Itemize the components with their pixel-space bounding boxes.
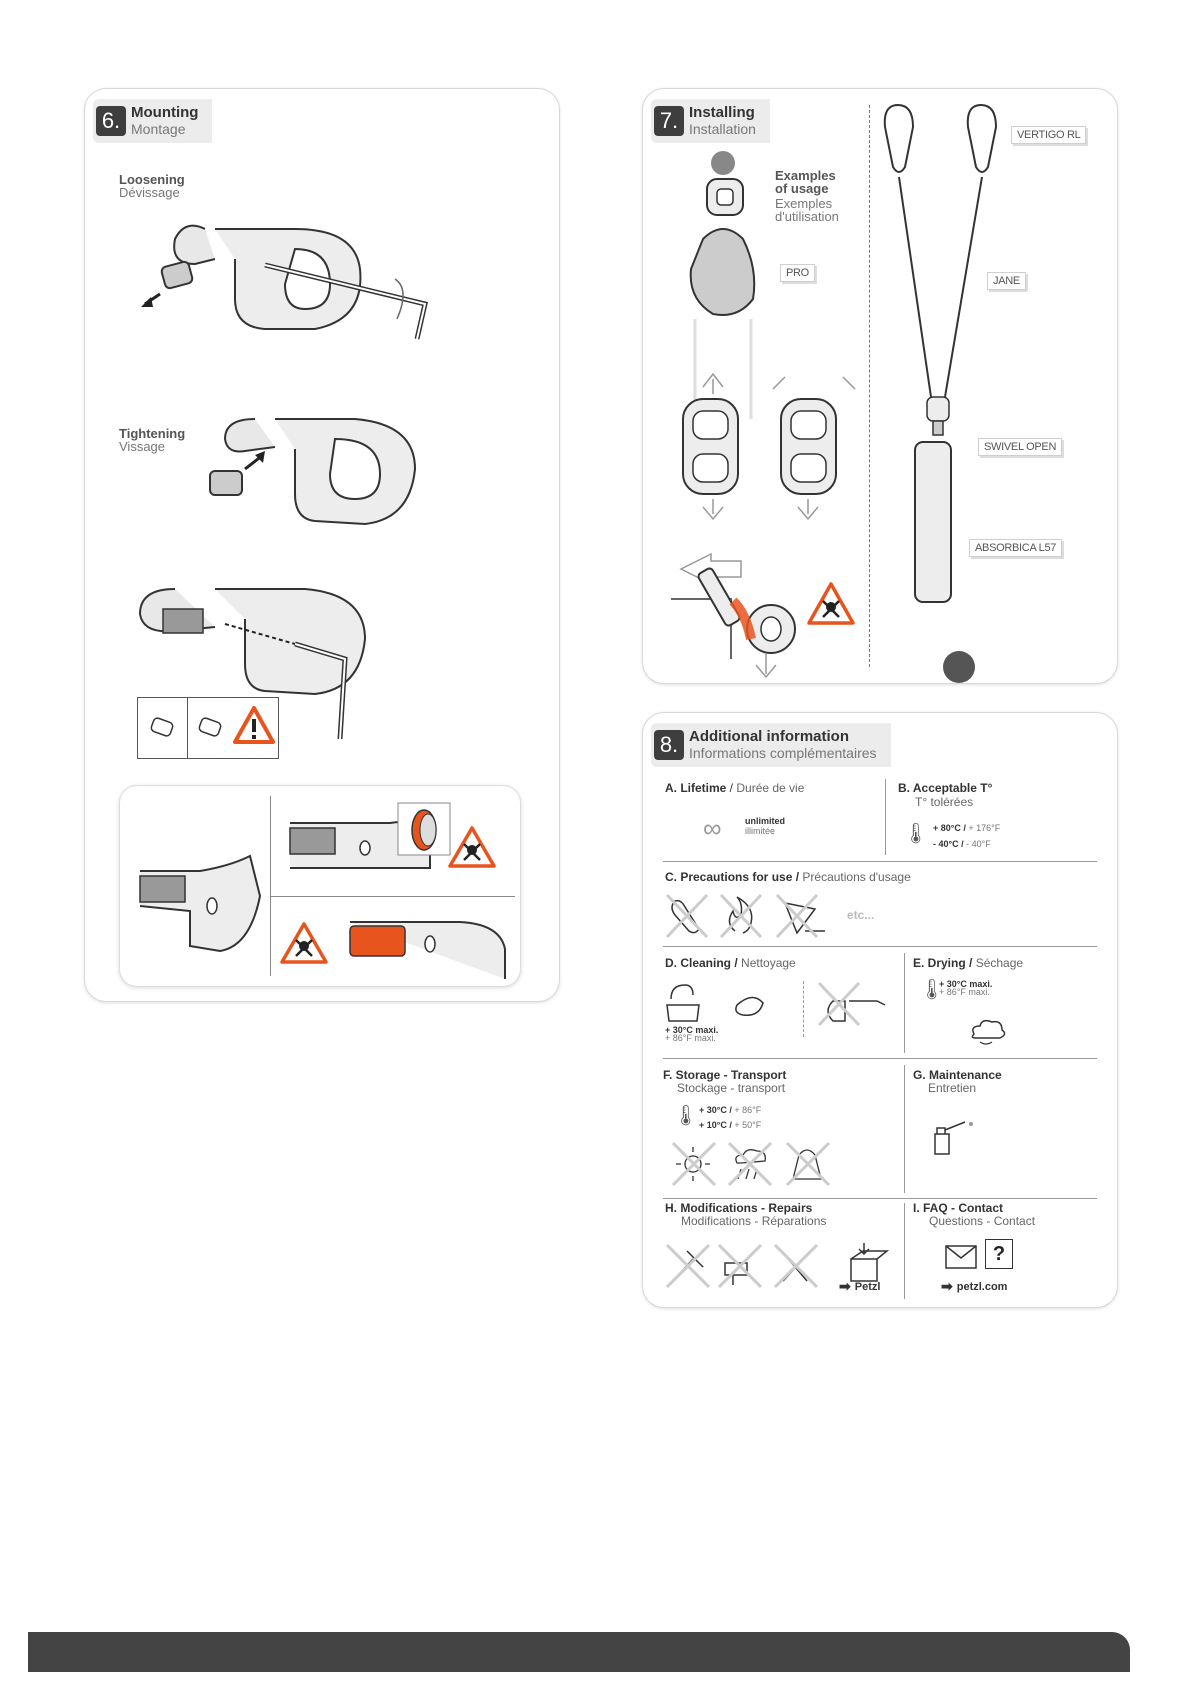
lanyard-illustration: [883, 103, 998, 683]
section-subtitle: Montage: [131, 121, 186, 137]
modification-icons: [665, 1243, 890, 1289]
cleaning-title: D. Cleaning / Nettoyage: [665, 956, 796, 970]
mail-icon[interactable]: [945, 1245, 977, 1269]
divider: [803, 981, 804, 1037]
air-dry-icon: [971, 1019, 1006, 1045]
question-icon[interactable]: ?: [985, 1239, 1013, 1269]
section-header: 7. Installing Installation: [651, 99, 770, 143]
faq-subtitle: Questions - Contact: [929, 1214, 1036, 1228]
arrow-right-icon: ➡: [941, 1278, 953, 1294]
storage-temp: + 30°C / + 86°F + 10°C / + 50°F: [699, 1105, 762, 1130]
tag-swivel-open: SWIVEL OPEN: [978, 438, 1063, 456]
storage-subtitle: Stockage - transport: [677, 1081, 786, 1095]
divider: [885, 779, 886, 855]
divider: [904, 953, 905, 1053]
thermometer-icon: 🌡: [919, 979, 945, 1001]
wrong-mount-illustration-2: [280, 921, 506, 979]
drying-title: E. Drying / Séchage: [913, 956, 1024, 970]
modifications-subtitle: Modifications - Réparations: [681, 1214, 827, 1228]
lifetime-title: A. Lifetime / Durée de vie: [665, 781, 805, 795]
section-title: Mounting: [131, 104, 199, 121]
warning-icon: [233, 706, 275, 744]
hex-key-illustration: [138, 588, 367, 740]
modifications-title: H. Modifications - Repairs: [665, 1201, 813, 1215]
mounting-panel: 6. Mounting Montage Loosening Dévissage …: [84, 88, 560, 1002]
edge-loading-illustration: [671, 552, 855, 679]
thermometer-icon: 🌡: [903, 823, 929, 845]
divider: [663, 1058, 1097, 1059]
petzl-link[interactable]: ➡ Petzl: [839, 1278, 881, 1294]
drying-temp: + 30°C maxi. + 86°F maxi.: [939, 979, 993, 997]
loosening-illustration: [141, 224, 428, 340]
temperature-title: B. Acceptable T°: [898, 781, 993, 795]
section-title: Installing: [689, 104, 755, 121]
tightening-label: Tightening Vissage: [119, 426, 186, 454]
section-subtitle: Informations complémentaires: [689, 745, 877, 761]
divider-dashed: [869, 105, 870, 667]
maintenance-subtitle: Entretien: [928, 1081, 977, 1095]
screw-icon: [198, 717, 222, 737]
divider: [663, 1198, 1097, 1199]
section-number: 7.: [654, 106, 684, 136]
cleaning-temp: + 30°C maxi. + 86°F maxi.: [665, 1025, 719, 1043]
divider: [904, 1203, 905, 1299]
tag-pro: PRO: [780, 264, 815, 282]
maintenance-title: G. Maintenance: [913, 1068, 1002, 1082]
temperature-range: + 80°C / + 176°F - 40°C / - 40°F: [933, 823, 1001, 849]
section-number: 8.: [654, 730, 684, 760]
storage-icons: [671, 1141, 831, 1187]
thermometer-icon: 🌡: [673, 1105, 699, 1127]
wrong-mount-illustration: [289, 802, 496, 869]
petzl-website-link[interactable]: ➡ petzl.com: [941, 1278, 1008, 1294]
infinity-icon: ∞: [703, 813, 722, 843]
oil-can-icon: [934, 1121, 973, 1155]
screw-icon: [150, 717, 174, 737]
section-title: Additional information: [689, 728, 849, 745]
section-header: 6. Mounting Montage: [93, 99, 213, 143]
footer-bar: [28, 1632, 1130, 1672]
tag-vertigo: VERTIGO RL: [1011, 126, 1087, 144]
precaution-icons: [665, 893, 825, 939]
additional-info-panel: 8. Additional information Informations c…: [642, 712, 1118, 1308]
lifetime-value: unlimited illimitée: [745, 816, 785, 836]
storage-title: F. Storage - Transport: [663, 1068, 787, 1082]
examples-label: Examples of usage Exemples d'utilisation: [775, 168, 839, 224]
tightening-illustration: [209, 418, 417, 526]
screw-check-box: [137, 697, 279, 759]
divider: [663, 861, 1097, 862]
temperature-subtitle: T° tolérées: [915, 795, 974, 809]
installing-panel: 7. Installing Installation Examples of u…: [642, 88, 1118, 684]
faq-title: I. FAQ - Contact: [913, 1201, 1003, 1215]
divider: [904, 1065, 905, 1193]
correct-mount-illustration: [139, 854, 262, 953]
section-number: 6.: [96, 106, 126, 136]
tag-jane: JANE: [987, 272, 1026, 290]
cleaning-icons: [666, 981, 886, 1027]
section-subtitle: Installation: [689, 121, 756, 137]
loosening-label: Loosening Dévissage: [119, 172, 185, 200]
tag-absorbica: ABSORBICA L57: [969, 539, 1063, 557]
danger-examples-box: [119, 785, 521, 987]
precautions-etc: etc...: [847, 908, 875, 922]
divider: [663, 946, 1097, 947]
section-header: 8. Additional information Informations c…: [651, 723, 891, 767]
arrow-right-icon: ➡: [839, 1278, 851, 1294]
precautions-title: C. Precautions for use / Précautions d'u…: [665, 870, 911, 884]
swivel-illustration: [682, 372, 856, 521]
